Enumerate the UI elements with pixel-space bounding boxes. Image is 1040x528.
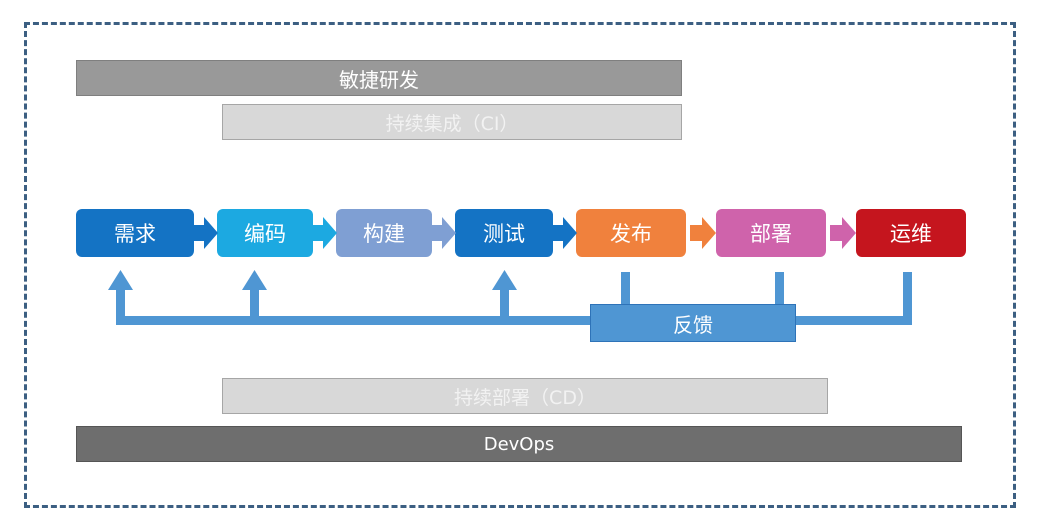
continuous-deployment-bar: 持续部署（CD） [222, 378, 828, 414]
flow-arrow-icon [690, 217, 716, 249]
feedback-box: 反馈 [590, 304, 796, 342]
flow-arrow-icon [830, 217, 856, 249]
agile-development-bar: 敏捷研发 [76, 60, 682, 96]
feedback-line-deploy [775, 272, 784, 306]
feedback-arrowhead-testing [492, 270, 517, 290]
flow-arrow-icon [432, 217, 456, 249]
stage-operations: 运维 [856, 209, 966, 257]
feedback-arrow-shaft-testing [500, 286, 509, 320]
feedback-line-ops [903, 272, 912, 325]
stage-testing: 测试 [455, 209, 553, 257]
stage-deploy: 部署 [716, 209, 826, 257]
diagram-frame [24, 22, 1016, 508]
feedback-arrow-shaft-requirements [116, 286, 125, 320]
devops-bar: DevOps [76, 426, 962, 462]
flow-arrow-icon [194, 217, 218, 249]
stage-release: 发布 [576, 209, 686, 257]
stage-build: 构建 [336, 209, 432, 257]
stage-requirements: 需求 [76, 209, 194, 257]
flow-arrow-icon [553, 217, 577, 249]
continuous-integration-bar: 持续集成（CI） [222, 104, 682, 140]
feedback-arrowhead-coding [242, 270, 267, 290]
feedback-line-release [621, 272, 630, 306]
flow-arrow-icon [313, 217, 337, 249]
stage-coding: 编码 [217, 209, 313, 257]
feedback-horizontal-line [116, 316, 912, 325]
feedback-arrow-shaft-coding [250, 286, 259, 320]
feedback-arrowhead-requirements [108, 270, 133, 290]
